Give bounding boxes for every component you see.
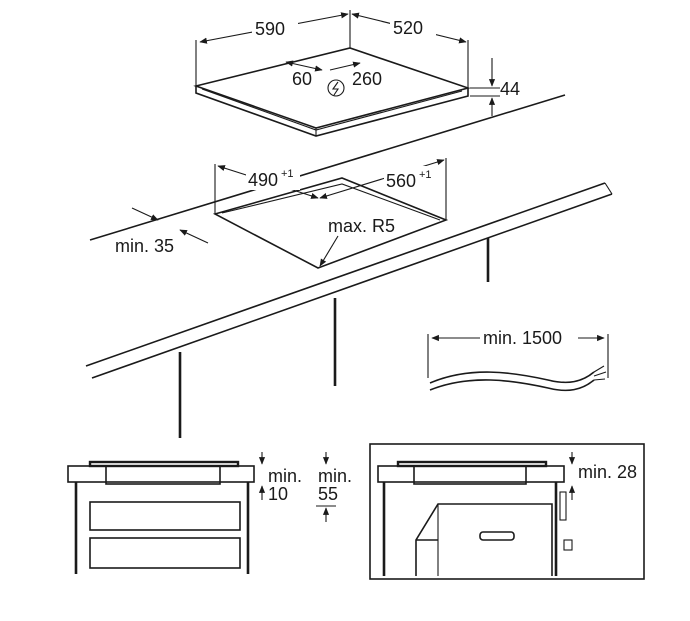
gap-a-line2: 10 — [268, 484, 288, 504]
hob-depth-label: 520 — [393, 18, 423, 38]
electrical-connection-icon — [327, 79, 345, 97]
corner-radius-label: max. R5 — [328, 216, 395, 236]
cutout-depth-label: 560 — [386, 171, 416, 191]
cable-length-label: min. 1500 — [483, 328, 562, 348]
cutout-width-label: 490 — [248, 170, 278, 190]
front-margin-label: min. 35 — [115, 236, 174, 256]
worktop — [85, 94, 613, 438]
power-cable: min. 1500 — [427, 328, 609, 392]
dim-hob-width: 590 — [195, 10, 351, 86]
dim-gap-right: min. 28 — [568, 452, 637, 500]
dim-hob-depth: 520 — [351, 12, 469, 88]
dim-cutout-width: 490 +1 — [217, 165, 319, 199]
dim-gap-a: min. 10 — [258, 452, 302, 504]
gap-right-label: min. 28 — [578, 462, 637, 482]
hob-height-label: 44 — [500, 79, 520, 99]
install-section-left — [67, 460, 255, 574]
install-section-right — [369, 443, 645, 580]
cutout-depth-tol: +1 — [419, 169, 432, 181]
hob-top-view — [193, 47, 471, 137]
gap-b-line1: min. — [318, 466, 352, 486]
dim-front-margin: min. 35 — [115, 207, 209, 256]
dim-gap-b: min. 55 — [316, 452, 352, 522]
dim-cable-position: 60 260 — [285, 60, 382, 97]
dim-hob-height: 44 — [470, 58, 520, 116]
gap-b-line2: 55 — [318, 484, 338, 504]
cable-offset-2-label: 260 — [352, 69, 382, 89]
corner-radius-note: max. R5 — [319, 216, 395, 267]
cutout-width-tol: +1 — [281, 168, 294, 180]
hob-width-label: 590 — [255, 19, 285, 39]
dim-cutout-depth: 560 +1 — [319, 159, 445, 199]
cable-offset-label: 60 — [292, 69, 312, 89]
gap-a-line1: min. — [268, 466, 302, 486]
